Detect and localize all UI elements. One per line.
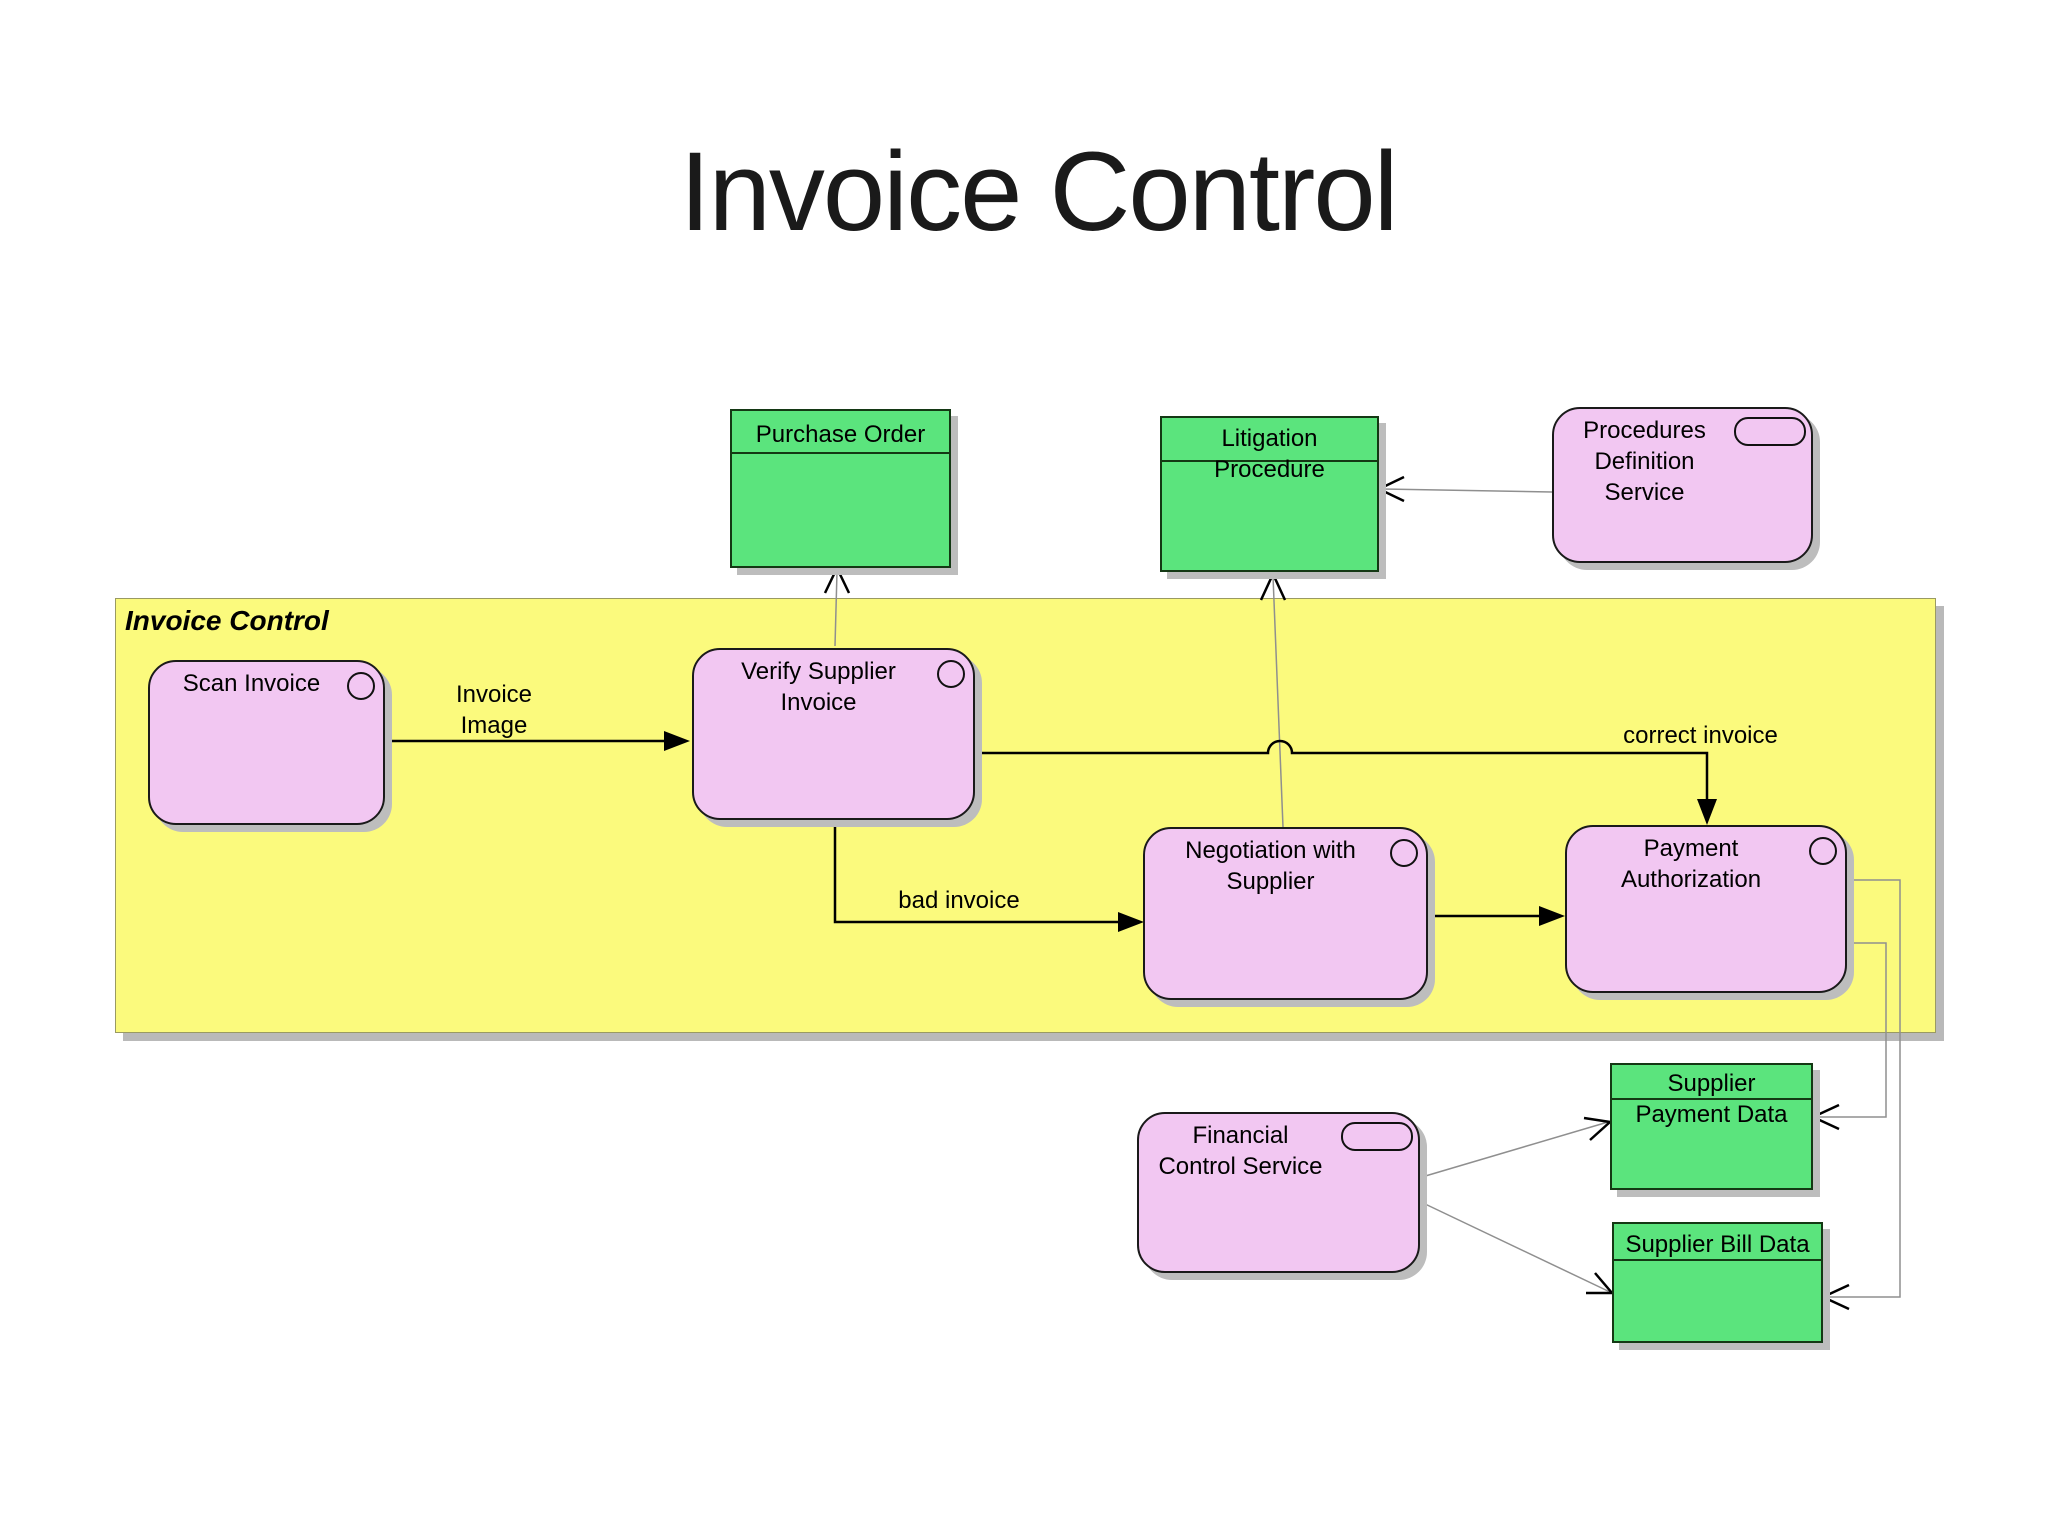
compartment-divider bbox=[1161, 460, 1378, 462]
node-label: Negotiation with bbox=[1185, 837, 1356, 864]
wire-pds-to-litigation bbox=[1380, 488, 1553, 493]
filled-arrowhead-verify bbox=[664, 731, 690, 751]
node-label: Payment bbox=[1643, 835, 1739, 862]
edge-label-invoice-image: Invoice Image bbox=[455, 681, 533, 739]
open-arrowhead-supplier-bill-right bbox=[1820, 1283, 1850, 1311]
node-scan-invoice: Scan Invoice bbox=[148, 660, 385, 825]
node-procedures-definition-service: Procedures Definition Service bbox=[1552, 407, 1813, 563]
filled-arrowhead-payment-top bbox=[1697, 799, 1717, 825]
wire-fcs-to-supplier-bill-data bbox=[1422, 1202, 1611, 1293]
open-arrowhead-supplier-payment-left bbox=[1583, 1116, 1613, 1141]
node-negotiation-with-supplier: Negotiation with Supplier bbox=[1143, 827, 1428, 1000]
page-title: Invoice Control bbox=[679, 129, 1398, 254]
filled-arrowhead-payment-left bbox=[1539, 906, 1565, 926]
wire-fcs-to-supplier-payment-data bbox=[1421, 1121, 1609, 1178]
node-label: Procedure bbox=[1214, 456, 1325, 483]
node-litigation-procedure: Litigation Procedure bbox=[1160, 416, 1379, 572]
service-pill-icon bbox=[1341, 1122, 1413, 1151]
node-label: Service bbox=[1604, 479, 1685, 506]
compartment-divider bbox=[1613, 1259, 1822, 1261]
compartment-divider bbox=[731, 452, 950, 454]
node-label: Verify Supplier bbox=[741, 658, 896, 685]
node-label: Control Service bbox=[1158, 1153, 1323, 1180]
open-arrowhead-purchase-order bbox=[823, 565, 851, 594]
open-arrowhead-litigation-right bbox=[1376, 475, 1405, 503]
node-supplier-bill-data: Supplier Bill Data bbox=[1612, 1222, 1823, 1343]
node-purchase-order: Purchase Order bbox=[730, 409, 951, 568]
node-label: Supplier bbox=[1667, 1070, 1756, 1097]
wire-negotiation-to-litigation bbox=[1272, 575, 1284, 828]
node-supplier-payment-data: Supplier Payment Data bbox=[1610, 1063, 1813, 1190]
process-circle-icon bbox=[1809, 837, 1837, 865]
node-label: Litigation bbox=[1221, 425, 1318, 452]
open-arrowhead-supplier-payment-right bbox=[1810, 1103, 1840, 1131]
open-arrowhead-litigation-bottom bbox=[1259, 571, 1287, 601]
process-circle-icon bbox=[1390, 839, 1418, 867]
node-verify-supplier-invoice: Verify Supplier Invoice bbox=[692, 648, 975, 820]
edge-label-correct-invoice: correct invoice bbox=[1623, 722, 1778, 749]
wire-verify-to-purchase-order bbox=[834, 571, 838, 647]
process-circle-icon bbox=[347, 672, 375, 700]
node-financial-control-service: Financial Control Service bbox=[1137, 1112, 1420, 1273]
node-label: Definition bbox=[1594, 448, 1695, 475]
node-label: Supplier bbox=[1226, 868, 1315, 895]
node-label: Invoice bbox=[780, 689, 857, 716]
node-label: Payment Data bbox=[1635, 1101, 1788, 1128]
wire-payment-auth-to-supplier-payment-data bbox=[1816, 942, 1887, 1118]
node-label: Procedures bbox=[1583, 417, 1706, 444]
container-label: Invoice Control bbox=[125, 605, 329, 636]
compartment-divider bbox=[1611, 1098, 1812, 1100]
process-circle-icon bbox=[937, 660, 965, 688]
wire-payment-auth-to-supplier-bill-data bbox=[1826, 879, 1901, 1298]
flow-bad-invoice bbox=[833, 820, 1120, 924]
node-label: Scan Invoice bbox=[182, 670, 321, 697]
node-label: Financial bbox=[1192, 1122, 1289, 1149]
edge-label-bad-invoice: bad invoice bbox=[898, 887, 1020, 914]
node-label: Authorization bbox=[1620, 866, 1762, 893]
node-label: Supplier Bill Data bbox=[1625, 1231, 1810, 1258]
flow-correct-invoice bbox=[975, 739, 1709, 801]
filled-arrowhead-negotiation bbox=[1118, 912, 1144, 932]
service-pill-icon bbox=[1734, 417, 1806, 446]
node-label: Purchase Order bbox=[755, 421, 926, 448]
node-payment-authorization: Payment Authorization bbox=[1565, 825, 1847, 993]
